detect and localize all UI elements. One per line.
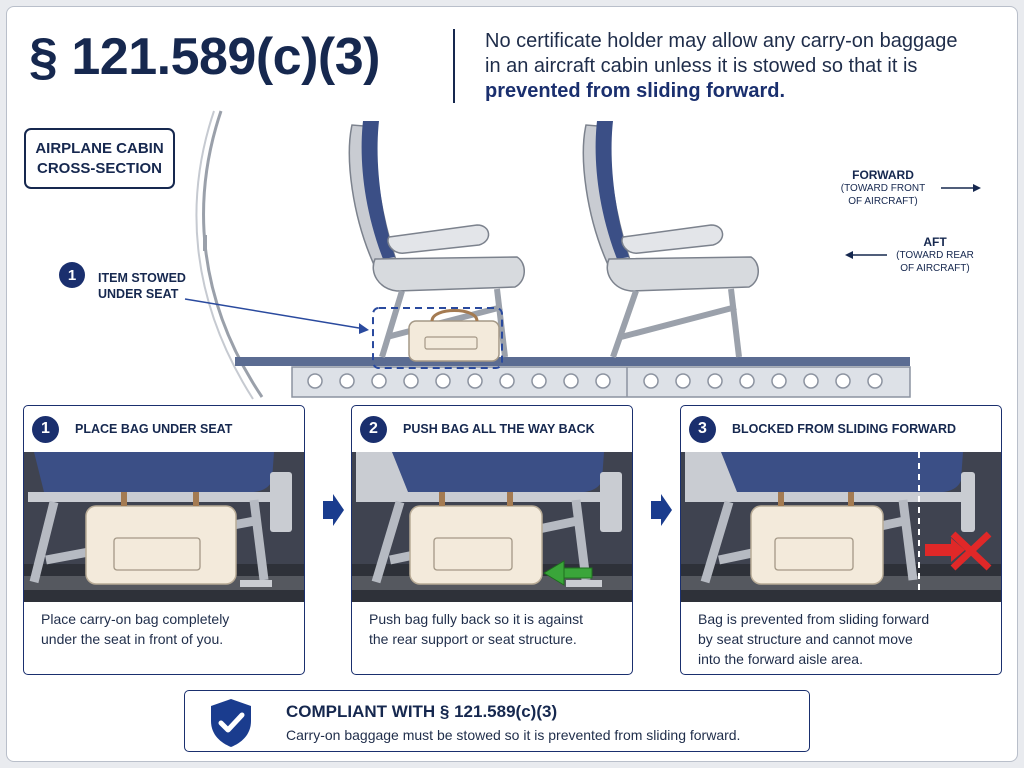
chevron-right-icon — [651, 494, 672, 526]
stowed-item-highlight — [372, 307, 503, 369]
step-panel-header: 1 PLACE BAG UNDER SEAT — [24, 406, 304, 452]
step-number-badge: 2 — [360, 415, 387, 443]
bag-in-step-1 — [85, 492, 237, 585]
infographic-frame: § 121.589(c)(3) No certificate holder ma… — [6, 6, 1018, 762]
step-description: Bag is prevented from sliding forward by… — [698, 611, 930, 667]
seat-forward — [582, 121, 759, 358]
bag-in-step-2 — [409, 492, 543, 585]
step-panel-1: 1 PLACE BAG UNDER SEAT Place carry-on ba… — [23, 405, 305, 675]
step-1-illustration — [24, 452, 304, 602]
aft-direction-label: AFT (TOWARD REAR OF AIRCRAFT) — [896, 235, 974, 274]
step-description: Place carry-on bag completely under the … — [41, 611, 230, 647]
regulation-title: § 121.589(c)(3) — [29, 28, 380, 86]
step-description: Push bag fully back so it is against the… — [369, 611, 584, 647]
red-x-block-icon — [925, 531, 992, 571]
stowed-callout-number: 1 — [59, 262, 85, 288]
step-title: PUSH BAG ALL THE WAY BACK — [403, 422, 595, 436]
shield-check-icon — [211, 699, 251, 747]
cabin-cross-section-drawing — [184, 110, 981, 400]
compliance-text: Carry-on baggage must be stowed so it is… — [286, 727, 741, 743]
step-number-badge: 1 — [32, 415, 59, 443]
floor-beam-holes — [307, 373, 883, 389]
step-panel-3: 3 BLOCKED FROM SLIDING FORWARD — [680, 405, 1002, 675]
cabin-floor — [235, 357, 910, 366]
step-2-illustration — [352, 452, 632, 602]
compliance-banner: COMPLIANT WITH § 121.589(c)(3) Carry-on … — [184, 690, 810, 752]
regulation-text: No certificate holder may allow any carr… — [485, 29, 985, 104]
fuselage-inner-wall — [195, 110, 254, 400]
seat-aft — [348, 121, 525, 358]
regulation-text-bold: prevented from sliding forward. — [485, 80, 786, 102]
callout-leader-line — [184, 298, 366, 330]
regulation-text-line1: No certificate holder may allow any carr… — [485, 30, 958, 52]
fuselage-wall — [202, 110, 264, 398]
step-panel-header: 2 PUSH BAG ALL THE WAY BACK — [352, 406, 632, 452]
window-frame — [203, 235, 207, 251]
forward-direction-label: FORWARD (TOWARD FRONT OF AIRCRAFT) — [840, 168, 926, 207]
cabin-cross-section-label: AIRPLANE CABIN CROSS-SECTION — [24, 128, 175, 189]
stowed-callout-label: ITEM STOWED UNDER SEAT — [98, 271, 186, 301]
step-number-badge: 3 — [689, 415, 716, 443]
step-panel-2: 2 PUSH BAG ALL THE WAY BACK Push — [351, 405, 633, 675]
stowed-bag — [408, 309, 500, 362]
bag-in-step-3 — [750, 492, 884, 585]
green-arrow-icon — [543, 560, 593, 586]
chevron-right-icon — [323, 494, 344, 526]
step-title: PLACE BAG UNDER SEAT — [75, 422, 233, 436]
compliance-title: COMPLIANT WITH § 121.589(c)(3) — [286, 702, 558, 721]
step-3-illustration — [681, 452, 1001, 602]
regulation-text-line2: in an aircraft cabin unless it is stowed… — [485, 55, 918, 77]
step-panel-header: 3 BLOCKED FROM SLIDING FORWARD — [681, 406, 1001, 452]
header-divider — [453, 29, 455, 103]
step-title: BLOCKED FROM SLIDING FORWARD — [732, 422, 957, 436]
